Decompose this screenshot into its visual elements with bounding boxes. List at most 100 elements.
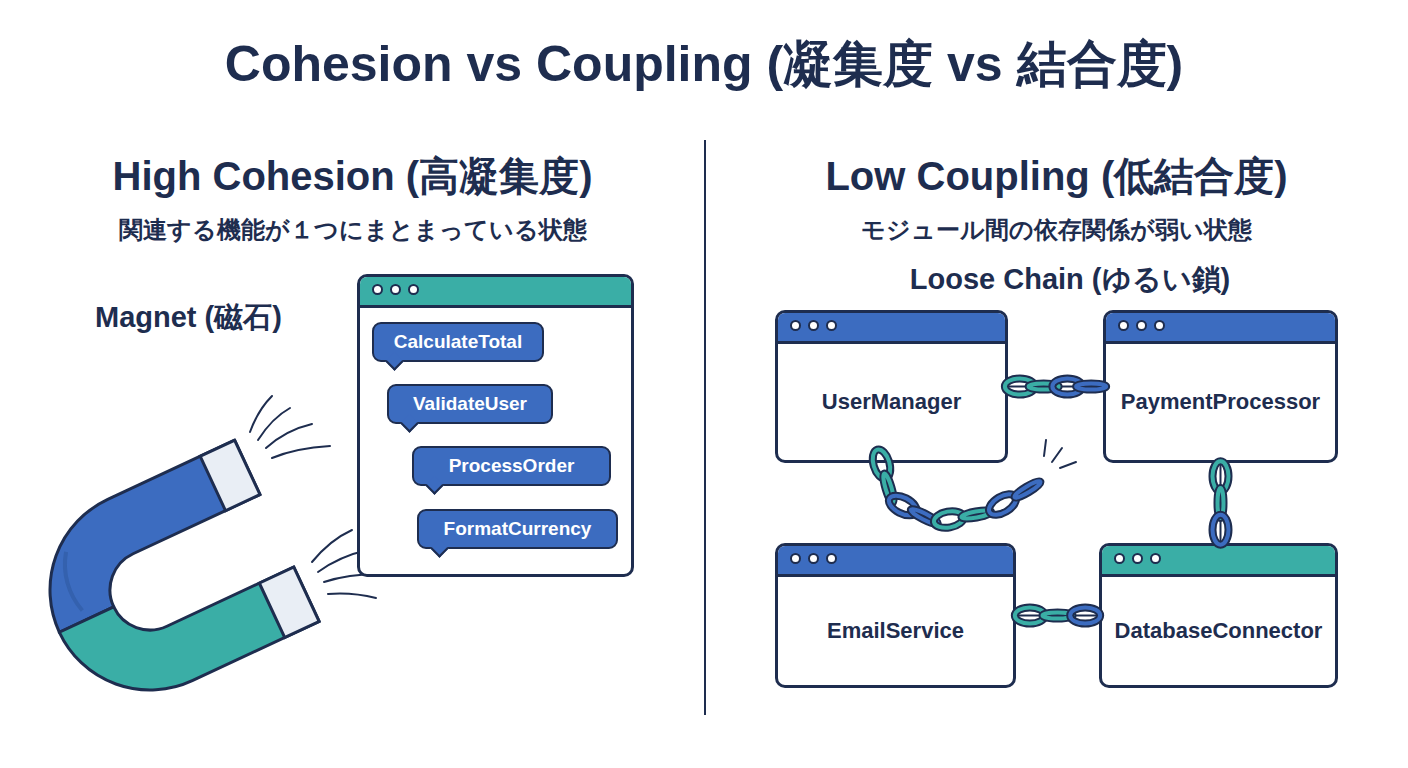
section-heading: High Cohesion (高凝集度) [0,152,705,200]
chain-link-body [1218,488,1224,518]
divider-line [704,140,706,715]
function-bubble: ProcessOrder [412,446,611,486]
spark-line [1044,440,1046,456]
window-dot [1136,320,1147,331]
chain-connector-group [1005,379,1106,395]
module-name: UserManager [822,389,961,415]
chain-link [886,492,920,520]
chain-link-outline [1052,379,1082,395]
chain-link-body [961,509,992,520]
chain-link-outline [961,509,992,520]
function-name: ValidateUser [413,393,527,415]
chain-link-body [1005,379,1035,395]
chain-link [910,507,939,526]
window-dot [826,320,837,331]
chain-link-body [986,490,1020,519]
chain-connector [1008,386,1103,388]
chain-link [1070,608,1100,624]
chain-link [881,473,895,503]
window-header [360,277,631,308]
field-line [250,396,272,432]
chain-link [961,509,992,520]
window-dot [790,320,801,331]
window-dot [1154,320,1165,331]
chain-link-body [1043,613,1073,619]
chain-link-body [933,509,965,530]
chain-link [1015,608,1045,624]
chain-link-outline [1005,379,1035,395]
chain-link-body [881,473,895,503]
window-body: DatabaseConnector [1102,577,1335,685]
window-body: EmailService [778,577,1013,685]
module-box: DatabaseConnector [1099,543,1338,688]
chain-link [1029,384,1059,390]
module-name: PaymentProcessor [1121,389,1320,415]
window-dot [1114,553,1125,564]
chain-link-body [910,507,939,526]
chain-link-outline [870,447,894,480]
chain-connector [1016,615,1099,617]
chain-link-outline [1213,461,1229,491]
chain-connector-group [1213,461,1229,544]
magnet-shade [54,552,91,612]
magnet-pole [259,567,319,637]
chain-link [933,509,965,530]
magnet-arm [59,531,319,723]
chain-link-outline [881,473,895,503]
broken-chain [870,447,1042,530]
chain-connector [1220,463,1222,543]
window-dot [1132,553,1143,564]
chain-link [1213,461,1229,491]
chain-link-outline [1029,384,1059,390]
chain-link-outline [1070,608,1100,624]
window-dot [1150,553,1161,564]
section-heading: Low Coupling (低結合度) [705,152,1408,200]
chain-link-body [1015,608,1045,624]
chain-link-body [1052,379,1082,395]
chain-link [1076,384,1106,390]
field-line [272,446,330,458]
field-line [328,594,376,599]
magnet-symbol [17,440,319,723]
chain-link-outline [1218,488,1224,518]
function-bubble: ValidateUser [387,384,553,424]
chain-link [1052,379,1082,395]
illustration-label: Loose Chain (ゆるい鎖) [850,262,1290,297]
window-dot [1118,320,1129,331]
chain-link-outline [1043,613,1073,619]
window-dot [372,284,383,295]
page-title: Cohesion vs Coupling (凝集度 vs 結合度) [0,34,1408,94]
chain-link-body [870,447,894,480]
chain-link-outline [933,509,965,530]
field-line [266,424,312,448]
window-dot [408,284,419,295]
window-dot [826,553,837,564]
window-body: PaymentProcessor [1106,344,1335,460]
module-name: EmailService [827,618,964,644]
chain-link-body [1213,461,1229,491]
window-dot [808,553,819,564]
chain-link-body [1070,608,1100,624]
chain-link-outline [910,507,939,526]
chain-link-body [1013,479,1042,500]
function-name: ProcessOrder [449,455,575,477]
illustration-label: Magnet (磁石) [95,300,355,335]
window-dot [808,320,819,331]
spark-line [1060,462,1076,468]
break-sparks [1044,440,1076,468]
chain-link-body [1076,384,1106,390]
chain-link-outline [1013,479,1042,500]
chain-link-outline [986,490,1020,519]
module-box: UserManager [775,310,1008,463]
function-name: FormatCurrency [444,518,592,540]
chain-link [1005,379,1035,395]
chain-link-body [886,492,920,520]
chain-link [986,490,1020,519]
module-box: EmailService [775,543,1016,688]
function-bubble: CalculateTotal [372,322,544,362]
chain-link [1213,515,1229,545]
section-subtitle: モジュール間の依存関係が弱い状態 [705,216,1408,245]
chain-link-outline [1015,608,1045,624]
chain-link [1013,479,1042,500]
